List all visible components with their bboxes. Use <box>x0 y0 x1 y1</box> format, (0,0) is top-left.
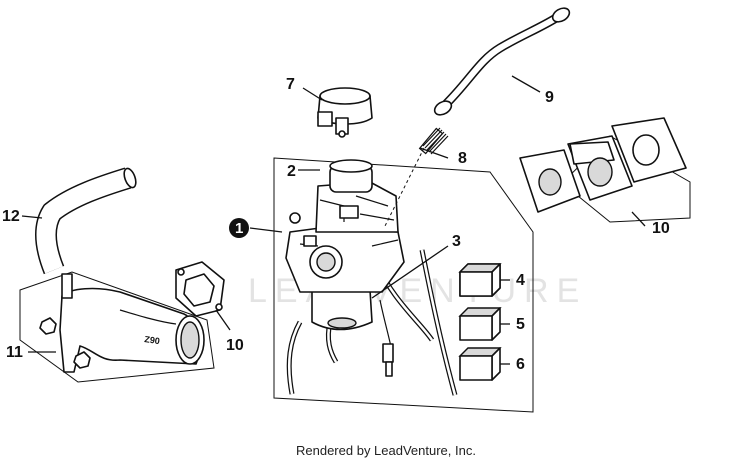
callout-3: 3 <box>452 233 461 250</box>
callout-1: 1 <box>235 220 243 237</box>
gasket-set-part-10[interactable] <box>519 117 687 213</box>
elbow-code-marking: Z90 <box>144 334 161 346</box>
callout-8: 8 <box>458 150 467 167</box>
callout-6: 6 <box>516 356 525 373</box>
callout-2: 2 <box>287 163 296 180</box>
callout-10-right: 10 <box>652 220 670 237</box>
callout-9: 9 <box>545 89 554 106</box>
callout-1-badge <box>229 218 249 238</box>
callout-5: 5 <box>516 316 525 333</box>
filter-block-part-6[interactable] <box>458 347 502 381</box>
spring-location-dash <box>383 147 425 229</box>
callout-7: 7 <box>286 76 295 93</box>
filter-block-part-4[interactable] <box>458 263 502 297</box>
callout-10-left: 10 <box>226 337 244 354</box>
filter-block-part-5[interactable] <box>458 307 502 341</box>
intake-hose-part-12[interactable] <box>35 167 138 275</box>
callout-11: 11 <box>6 344 23 361</box>
intake-elbow-part-11[interactable]: Z90 <box>39 273 205 373</box>
intake-elbow-frame <box>19 271 215 383</box>
carburetor-assembly-frame <box>273 157 534 413</box>
carburetor-part-1[interactable] <box>285 159 458 396</box>
spring-part-8[interactable] <box>418 127 449 155</box>
gasket-part-10[interactable] <box>175 261 225 317</box>
carburetor-cap-part-7[interactable] <box>317 87 373 138</box>
callout-12: 12 <box>2 208 20 225</box>
leader-lines <box>21 75 646 365</box>
fuel-hose-part-9[interactable] <box>432 5 572 117</box>
footer-credit: Rendered by LeadVenture, Inc. <box>296 443 476 458</box>
callout-4: 4 <box>516 272 525 289</box>
